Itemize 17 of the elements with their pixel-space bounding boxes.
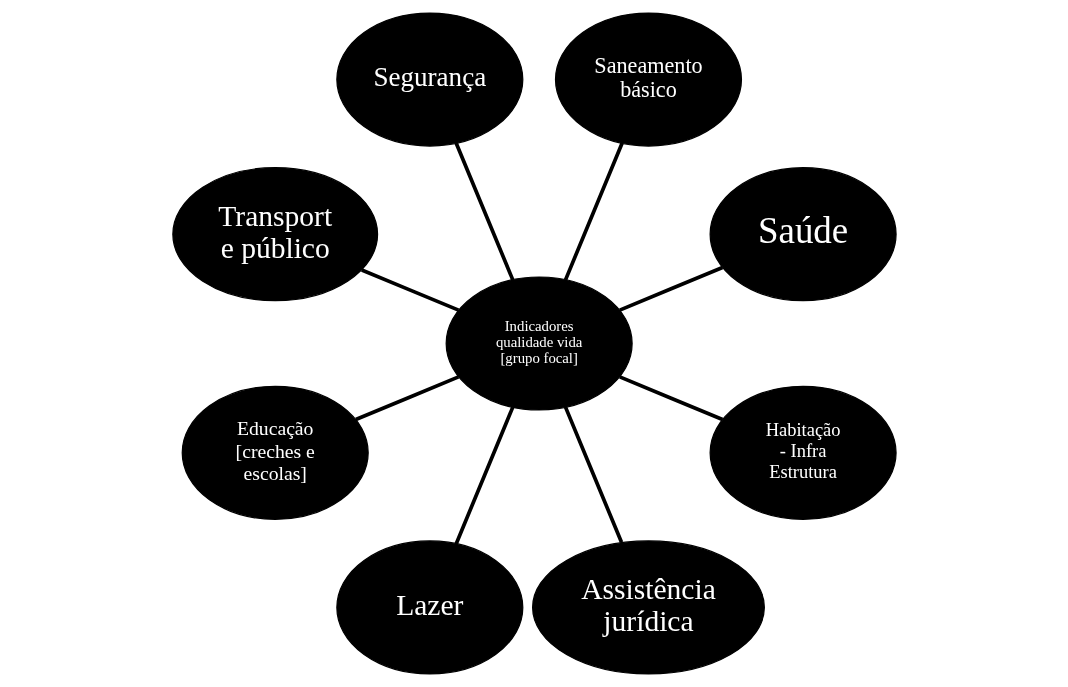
- connector: [454, 406, 514, 545]
- connector: [618, 375, 723, 422]
- node-ellipse: Saneamento básico: [554, 12, 742, 147]
- node-ellipse: Indicadores qualidade vida [grupo focal]: [445, 276, 633, 411]
- node-ellipse: Habitação - Infra Estrutura: [709, 385, 897, 520]
- connector: [563, 142, 624, 281]
- node-ellipse: Educação [creches e escolas]: [181, 385, 369, 520]
- connector: [360, 268, 459, 312]
- node-ellipse: Transport e público: [171, 167, 378, 302]
- connector: [354, 375, 459, 422]
- node-ellipse: Saúde: [709, 167, 897, 302]
- connector: [563, 406, 623, 543]
- node-ellipse: Lazer: [335, 540, 523, 675]
- node-ellipse: Segurança: [335, 12, 523, 147]
- connector: [618, 265, 723, 312]
- node-ellipse: Assistência jurídica: [531, 540, 765, 675]
- connector: [454, 142, 514, 281]
